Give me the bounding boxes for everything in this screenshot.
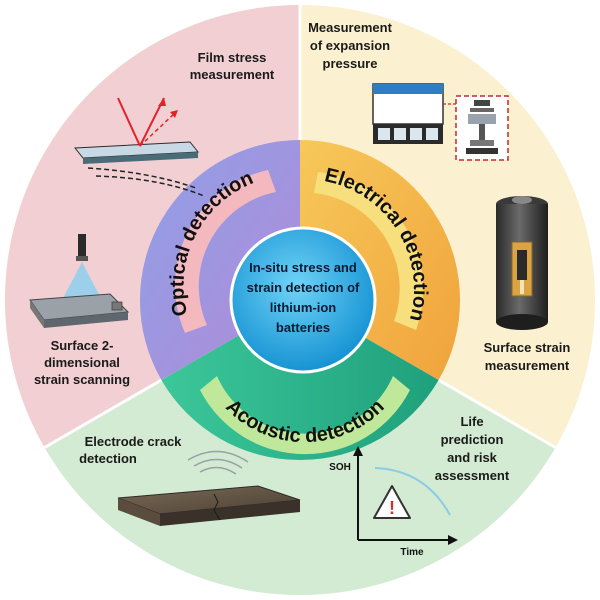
svg-text:measurement: measurement (485, 358, 570, 373)
svg-text:detection: detection (79, 451, 137, 466)
time-axis-label: Time (400, 547, 424, 558)
film-stress-label: Film stress measurement (190, 50, 275, 82)
svg-text:Surface strain: Surface strain (484, 340, 571, 355)
center-title: In-situ stress and strain detection of l… (247, 260, 360, 335)
electrode-crack-illustration (117, 450, 301, 526)
soh-y-arrow (353, 446, 363, 456)
center-line: batteries (276, 320, 330, 335)
film-stress-illustration (74, 97, 205, 197)
surface-strain-label: Surface strain measurement (484, 340, 571, 373)
svg-text:Measurement: Measurement (308, 20, 392, 35)
svg-text:strain scanning: strain scanning (34, 372, 130, 387)
optical-band (174, 170, 276, 333)
svg-text:Surface 2-: Surface 2- (51, 338, 114, 353)
svg-text:dimensional: dimensional (44, 355, 120, 370)
soh-x-arrow (448, 535, 458, 545)
center-core (229, 226, 377, 374)
surface-2d-scan-illustration (29, 234, 130, 328)
soh-plot: SOH Time ! (329, 446, 458, 558)
expansion-pressure-illustration (372, 83, 509, 161)
svg-text:Life: Life (460, 414, 483, 429)
svg-text:prediction: prediction (441, 432, 504, 447)
warning-icon (373, 485, 411, 519)
svg-text:of expansion: of expansion (310, 38, 390, 53)
life-prediction-label: Life prediction and risk assessment (435, 414, 510, 483)
center-line: In-situ stress and (249, 260, 357, 275)
warning-symbol: ! (389, 498, 395, 518)
electrical-band (314, 172, 424, 330)
svg-text:pressure: pressure (323, 56, 378, 71)
acoustic-band (200, 376, 410, 455)
electrode-crack-label: Electrode crack detection (79, 434, 182, 466)
surface-strain-illustration (496, 196, 548, 330)
svg-text:Electrode crack: Electrode crack (85, 434, 183, 449)
svg-text:assessment: assessment (435, 468, 510, 483)
surface-2d-scan-label: Surface 2- dimensional strain scanning (34, 338, 130, 387)
soh-axis-label: SOH (329, 462, 351, 473)
svg-text:and risk: and risk (447, 450, 498, 465)
svg-text:Film stress: Film stress (198, 50, 267, 65)
center-line: lithium-ion (270, 300, 336, 315)
center-line: strain detection of (247, 280, 360, 295)
soh-curve (374, 467, 451, 516)
svg-text:measurement: measurement (190, 67, 275, 82)
expansion-pressure-label: Measurement of expansion pressure (308, 20, 392, 71)
